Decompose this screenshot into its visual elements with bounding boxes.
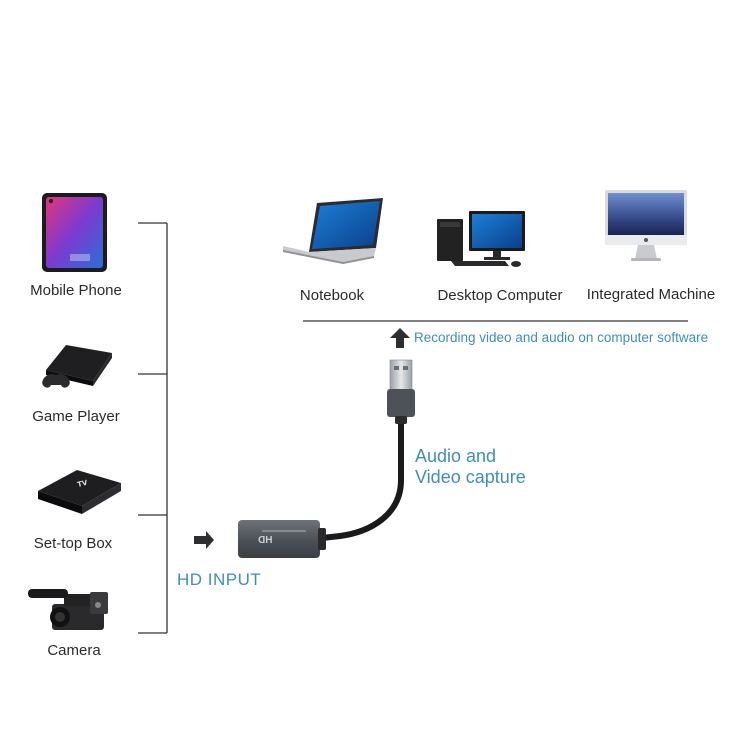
laptop-icon [283,198,383,264]
usb-cable [319,359,415,541]
all-in-one-computer-icon [605,190,687,261]
source-label-game-player: Game Player [32,408,120,425]
source-label-camera: Camera [47,642,101,659]
set-top-box-icon: TV [38,470,121,514]
svg-text:TV: TV [77,479,89,489]
destination-label-desktop-computer: Desktop Computer [437,287,563,304]
desktop-computer-icon [437,211,525,267]
up-arrow-icon [390,328,410,348]
source-label-mobile-phone: Mobile Phone [30,282,122,299]
capture-label-line1: Audio and [415,446,497,466]
capture-label-line2: Video capture [415,467,526,487]
capture-dongle [238,520,326,558]
mobile-phone-icon [42,193,107,272]
hd-input-label: HD INPUT [177,570,262,589]
destination-label-notebook: Notebook [299,287,365,304]
destination-label-integrated-machine: Integrated Machine [586,286,716,303]
right-arrow-icon [194,531,214,549]
game-console-icon [42,345,112,388]
video-camera-icon [28,589,108,630]
recording-label: Recording video and audio on computer so… [414,330,709,345]
source-bracket [138,222,168,634]
dongle-print: HD [258,535,273,546]
source-label-set-top-box: Set-top Box [33,535,113,552]
